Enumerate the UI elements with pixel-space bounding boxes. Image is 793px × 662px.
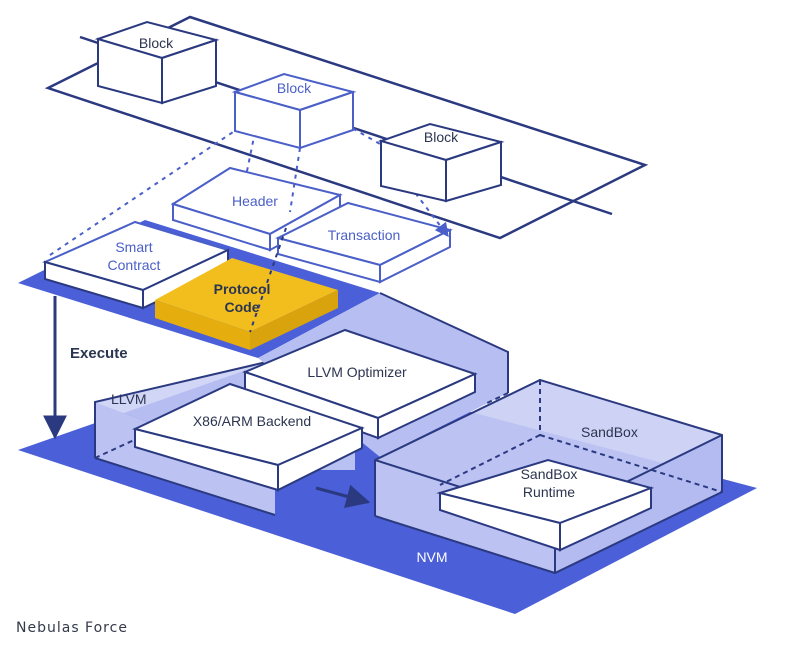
- nvm-label: NVM: [416, 549, 447, 565]
- block-3: Block: [377, 122, 505, 203]
- sandbox-runtime-label-1: SandBox: [521, 466, 578, 482]
- smart-contract-label-1: Smart: [115, 239, 152, 255]
- header-label: Header: [232, 193, 278, 209]
- smart-contract-label-2: Contract: [108, 257, 161, 273]
- protocol-code-label-2: Code: [225, 299, 260, 315]
- transaction-label: Transaction: [328, 227, 401, 243]
- protocol-code-label-1: Protocol: [214, 281, 271, 297]
- block-1: Block: [94, 20, 220, 105]
- llvm-optimizer-label: LLVM Optimizer: [307, 364, 407, 380]
- llvm-label: LLVM: [111, 391, 147, 407]
- x86-backend-label: X86/ARM Backend: [193, 413, 311, 429]
- protocol-code-box: Protocol Code: [155, 258, 338, 350]
- transaction-box: Transaction: [275, 201, 453, 284]
- sandbox-label: SandBox: [581, 424, 638, 440]
- block-2-label: Block: [277, 80, 312, 96]
- x86-backend-box: X86/ARM Backend: [132, 382, 365, 492]
- block-2: Block: [231, 72, 357, 150]
- execute-label: Execute: [70, 345, 128, 362]
- llvm-to-sandbox-arrow: [315, 484, 371, 508]
- smart-contract-box: Smart Contract: [42, 220, 231, 310]
- sandbox-runtime-box: SandBox Runtime: [436, 458, 655, 552]
- sandbox-runtime-label-2: Runtime: [523, 484, 575, 500]
- block-3-label: Block: [424, 129, 459, 145]
- caption: Nebulas Force: [16, 620, 128, 636]
- block-1-label: Block: [139, 35, 174, 51]
